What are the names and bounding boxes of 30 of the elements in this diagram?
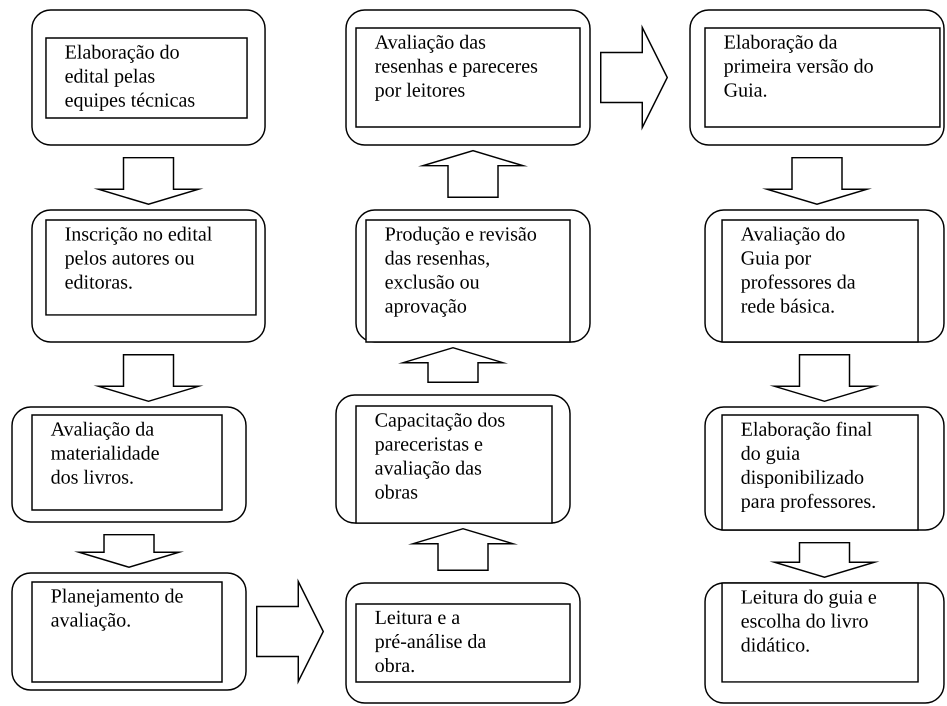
block-arrow (408, 528, 518, 571)
text-box: Avaliação da materialidade dos livros. (31, 414, 223, 511)
text-box: Leitura e a pré-análise da obra. (355, 603, 571, 683)
block-arrow (770, 542, 880, 578)
stage-box (31, 209, 266, 343)
text-box: Leitura do guia e escolha do livro didático. (721, 582, 919, 683)
text-box: Produção e revisão das resenhas, exclusão ou aprovação (365, 219, 571, 343)
text-box: Elaboração do edital pelas equipes técnicas (45, 37, 248, 119)
stage-box (11, 572, 247, 691)
block-arrow (256, 578, 324, 685)
text-box: Inscrição no edital pelos autores ou editoras. (45, 219, 257, 316)
text-box: Capacitação dos pareceristas e avaliação das obras (355, 405, 553, 524)
block-arrow (74, 534, 184, 568)
block-arrow (94, 156, 204, 206)
text-box: Avaliação das resenhas e pareceres por leitores (355, 27, 581, 128)
block-arrow (770, 354, 880, 402)
text-box: Elaboração da primeira versão do Guia. (704, 27, 941, 128)
block-arrow (762, 156, 872, 206)
block-arrow (398, 346, 508, 383)
stage-box (689, 9, 945, 146)
stage-box (345, 9, 591, 146)
block-arrow (94, 354, 204, 402)
text-box: Elaboração final do guia disponibilizado para professores. (721, 414, 919, 531)
block-arrow (418, 150, 528, 198)
stage-box (345, 582, 581, 704)
text-box: Avaliação do Guia por professores da rede básica. (721, 219, 919, 343)
stage-box (11, 406, 247, 523)
text-box: Planejamento de avaliação. (31, 581, 223, 683)
block-arrow (600, 24, 668, 131)
stage-box (31, 9, 266, 146)
